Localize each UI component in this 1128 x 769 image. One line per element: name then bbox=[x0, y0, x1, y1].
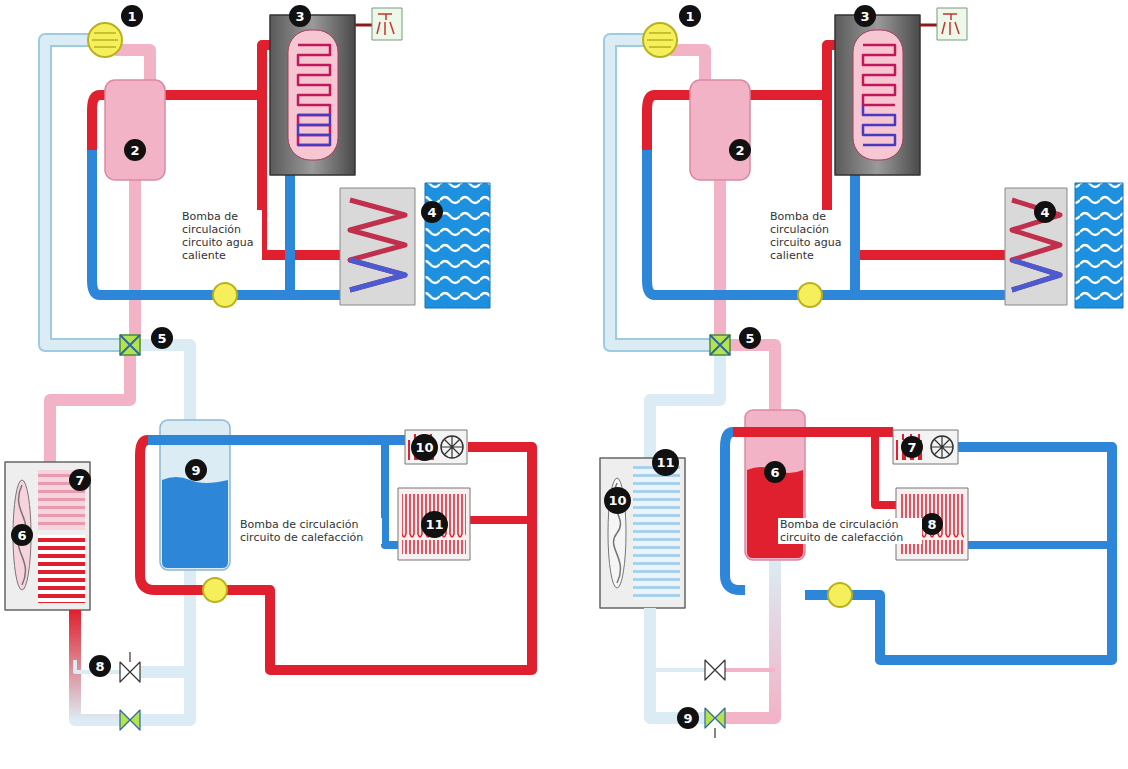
callout-number: 7 bbox=[69, 469, 91, 491]
callout-text: 10 bbox=[415, 441, 433, 454]
callout-text: 8 bbox=[927, 518, 936, 531]
callout-text: 2 bbox=[130, 144, 139, 157]
callout-text: 5 bbox=[157, 332, 166, 345]
callout-number: 8 bbox=[921, 513, 943, 535]
callout-number: 4 bbox=[421, 201, 443, 223]
pump-label: Bomba de circulación circuito agua calie… bbox=[768, 210, 850, 262]
callout-number: 2 bbox=[729, 139, 751, 161]
callout-number: 9 bbox=[185, 459, 207, 481]
callout-text: 6 bbox=[770, 466, 779, 479]
callout-number: 10 bbox=[411, 434, 438, 461]
callout-text: 9 bbox=[683, 712, 692, 725]
callout-text: 11 bbox=[656, 456, 674, 469]
callout-number: 3 bbox=[289, 5, 311, 27]
pump-label: Bomba de circulación circuito de calefac… bbox=[778, 518, 922, 544]
callout-text: 11 bbox=[425, 518, 443, 531]
callout-text: 10 bbox=[608, 494, 626, 507]
callout-number: 11 bbox=[652, 449, 679, 476]
callout-text: 1 bbox=[685, 10, 694, 23]
callout-number: 6 bbox=[11, 524, 33, 546]
pump-label: Bomba de circulación circuito de calefac… bbox=[238, 518, 382, 544]
callout-number: 11 bbox=[421, 511, 448, 538]
callout-text: 9 bbox=[191, 464, 200, 477]
callout-number: 8 bbox=[89, 655, 111, 677]
callout-text: 8 bbox=[95, 660, 104, 673]
callout-text: 3 bbox=[295, 10, 304, 23]
callout-number: 4 bbox=[1034, 201, 1056, 223]
callout-text: 2 bbox=[735, 144, 744, 157]
callout-text: 7 bbox=[907, 441, 916, 454]
callout-number: 1 bbox=[121, 5, 143, 27]
callout-number: 6 bbox=[764, 461, 786, 483]
callout-text: 6 bbox=[17, 529, 26, 542]
callout-number: 7 bbox=[901, 436, 923, 458]
callout-number: 2 bbox=[124, 139, 146, 161]
callout-text: 5 bbox=[745, 332, 754, 345]
callout-text: 3 bbox=[860, 10, 869, 23]
callout-number: 10 bbox=[604, 487, 631, 514]
callout-text: 4 bbox=[1040, 206, 1049, 219]
callout-number: 9 bbox=[677, 707, 699, 729]
callout-text: 7 bbox=[75, 474, 84, 487]
callout-number: 5 bbox=[151, 327, 173, 349]
callout-text: 4 bbox=[427, 206, 436, 219]
callout-number: 3 bbox=[854, 5, 876, 27]
pump-label: Bomba de circulación circuito agua calie… bbox=[180, 210, 262, 262]
callout-number: 5 bbox=[739, 327, 761, 349]
callout-number: 1 bbox=[679, 5, 701, 27]
callout-text: 1 bbox=[127, 10, 136, 23]
